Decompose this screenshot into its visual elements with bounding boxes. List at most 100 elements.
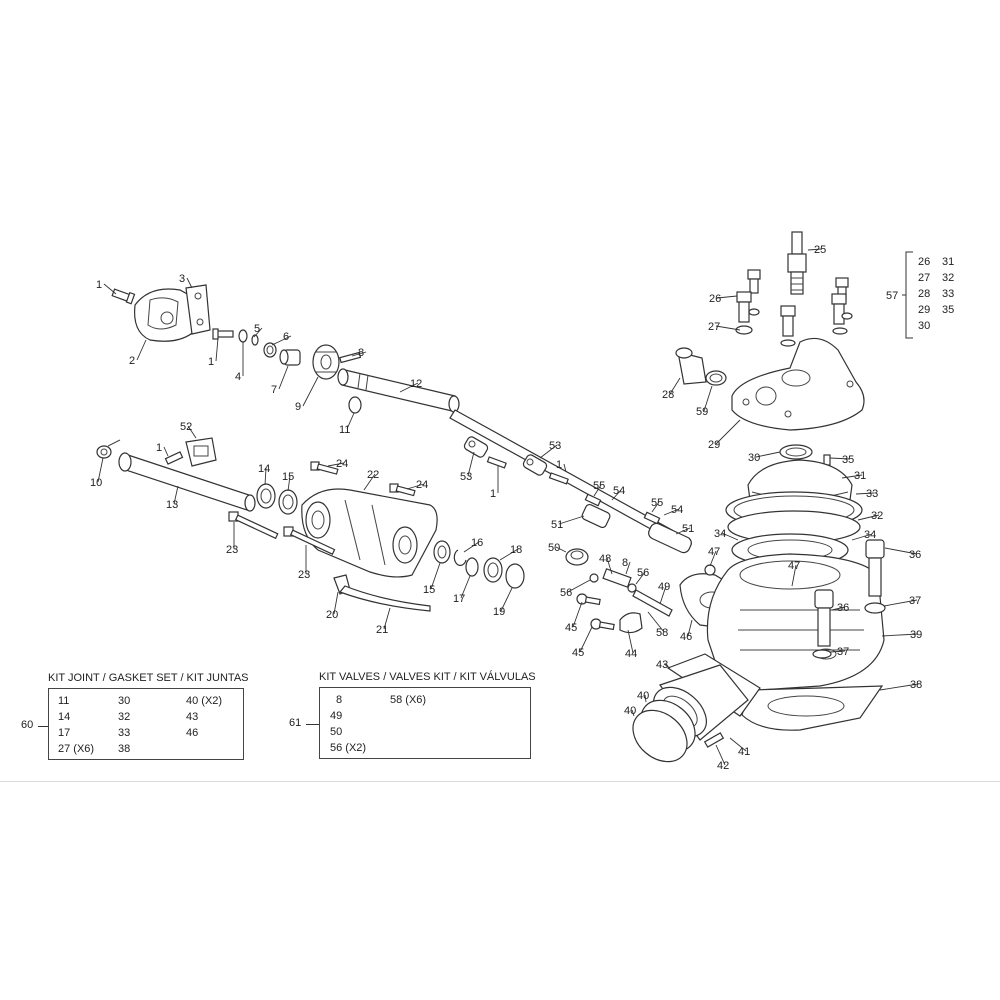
callout-number: 48 bbox=[599, 553, 611, 565]
leader-line bbox=[539, 444, 558, 459]
kit-57-label: 57 bbox=[886, 290, 899, 302]
kit-57-item: 32 bbox=[942, 272, 955, 284]
part-base-gasket-38 bbox=[741, 685, 884, 731]
part-washer-5 bbox=[251, 334, 259, 346]
part-bracket-52 bbox=[185, 437, 217, 467]
part-washer-56a bbox=[589, 573, 599, 583]
leader-line bbox=[755, 451, 781, 458]
callout-number: 47 bbox=[788, 560, 800, 572]
kit-61-item: 8 bbox=[336, 694, 343, 706]
leader-line bbox=[647, 611, 665, 633]
callout-number: 56 bbox=[637, 567, 649, 579]
leader-line bbox=[463, 541, 480, 553]
callout-number: 31 bbox=[854, 470, 866, 482]
leader-line bbox=[186, 277, 193, 289]
leader-line bbox=[383, 607, 391, 630]
page-divider bbox=[0, 781, 1000, 782]
leader-line bbox=[606, 557, 613, 575]
kit-60-item: 46 bbox=[186, 727, 199, 739]
callout-number: 54 bbox=[671, 504, 683, 516]
part-seal-14 bbox=[256, 483, 276, 509]
leader-line bbox=[97, 457, 104, 483]
leader-line bbox=[351, 351, 367, 357]
leader-line bbox=[721, 532, 739, 541]
leader-line bbox=[579, 626, 593, 653]
callout-number: 42 bbox=[717, 760, 729, 772]
leader-line bbox=[253, 327, 263, 338]
leader-line bbox=[173, 485, 179, 505]
kit-60-item: 38 bbox=[118, 743, 131, 755]
part-clevis-53a bbox=[463, 436, 489, 458]
leader-line bbox=[884, 547, 918, 555]
leader-line bbox=[627, 629, 634, 654]
callout-number: 25 bbox=[814, 244, 826, 256]
part-clip-6 bbox=[263, 342, 277, 358]
kit-61-leader bbox=[306, 724, 319, 725]
leader-line bbox=[831, 606, 846, 611]
part-bolt-1a bbox=[111, 288, 136, 305]
leader-line bbox=[625, 561, 631, 575]
leader-line bbox=[327, 462, 345, 467]
callout-number: 55 bbox=[593, 480, 605, 492]
callout-number: 8 bbox=[358, 347, 364, 359]
callout-number: 47 bbox=[708, 546, 720, 558]
callout-number: 54 bbox=[613, 485, 625, 497]
callout-number: 15 bbox=[282, 471, 294, 483]
leader-line bbox=[467, 451, 475, 477]
part-clevis-53b bbox=[522, 454, 548, 476]
leader-line bbox=[631, 709, 635, 717]
callout-number: 13 bbox=[166, 499, 178, 511]
part-stud-26b bbox=[736, 291, 752, 323]
leader-line bbox=[729, 737, 747, 752]
part-washer-37a bbox=[864, 602, 886, 614]
leader-line bbox=[709, 550, 717, 567]
leader-line bbox=[675, 527, 691, 535]
callout-number: 53 bbox=[549, 440, 561, 452]
part-bushing-18 bbox=[483, 557, 503, 583]
part-pin-55a bbox=[584, 493, 602, 507]
leader-line bbox=[663, 508, 680, 516]
part-oring-59 bbox=[705, 370, 727, 386]
part-screw-23a bbox=[228, 511, 279, 540]
kit-61-box bbox=[319, 687, 531, 759]
callout-number: 40 bbox=[624, 705, 636, 717]
callout-number: 39 bbox=[910, 629, 922, 641]
part-clip-10 bbox=[96, 439, 121, 459]
kit-57-item: 31 bbox=[942, 256, 955, 268]
callout-number: 43 bbox=[656, 659, 668, 671]
callout-number: 16 bbox=[471, 537, 483, 549]
callout-number: 24 bbox=[416, 479, 428, 491]
part-bracket-44 bbox=[619, 612, 643, 634]
part-ring-40b bbox=[632, 709, 688, 763]
callout-number: 36 bbox=[909, 549, 921, 561]
callout-number: 36 bbox=[837, 602, 849, 614]
part-stud-26a bbox=[747, 269, 761, 294]
leader-line bbox=[215, 337, 219, 362]
kit-60-item: 43 bbox=[186, 711, 199, 723]
kit-60-label: 60 bbox=[21, 719, 34, 731]
callout-number: 46 bbox=[680, 631, 692, 643]
leader-line bbox=[558, 515, 585, 525]
callout-number: 35 bbox=[842, 454, 854, 466]
leader-line bbox=[363, 473, 376, 491]
part-bearing-15b bbox=[433, 540, 451, 564]
callout-number: 15 bbox=[423, 584, 435, 596]
callout-number: 9 bbox=[295, 401, 301, 413]
leader-line bbox=[829, 650, 846, 653]
kit-61-label: 61 bbox=[289, 717, 302, 729]
leader-line bbox=[611, 489, 622, 501]
callout-number: 10 bbox=[90, 477, 102, 489]
leader-line bbox=[881, 633, 919, 637]
leader-line bbox=[715, 419, 741, 445]
callout-number: 40 bbox=[637, 690, 649, 702]
leader-line bbox=[572, 601, 583, 628]
kit-61-item: 50 bbox=[330, 726, 343, 738]
leader-line bbox=[333, 591, 339, 615]
kit-57-item: 35 bbox=[942, 304, 955, 316]
callout-number: 21 bbox=[376, 624, 388, 636]
part-plug-47a bbox=[704, 564, 716, 576]
kit-57-item: 28 bbox=[918, 288, 931, 300]
leader-line bbox=[399, 382, 419, 393]
part-valve-48 bbox=[602, 568, 632, 588]
